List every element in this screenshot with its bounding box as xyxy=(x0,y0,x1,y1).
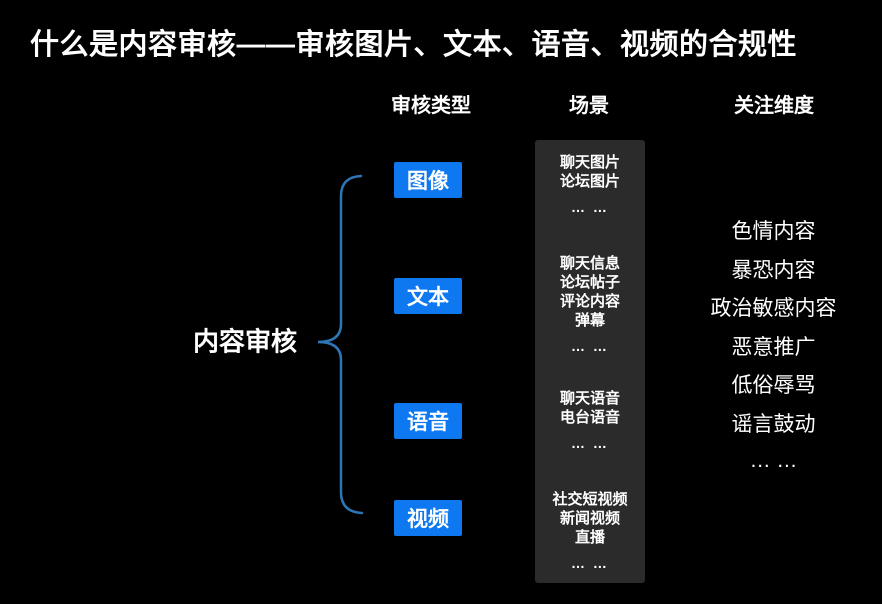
dimension-list: 色情内容 暴恐内容 政治敏感内容 恶意推广 低俗辱骂 谣言鼓动 … … xyxy=(690,211,857,481)
type-node-image: 图像 xyxy=(394,162,462,198)
dimension-item: 色情内容 xyxy=(731,220,816,244)
scene-line: 聊天图片 xyxy=(559,154,620,171)
scene-line: 聊天信息 xyxy=(559,255,620,272)
scene-section-text: 聊天信息 论坛帖子 评论内容 弹幕 … … xyxy=(535,254,645,356)
scene-section-video: 社交短视频 新闻视频 直播 … … xyxy=(535,490,645,573)
scene-section-image: 聊天图片 论坛图片 … … xyxy=(535,153,645,217)
curly-brace-icon xyxy=(317,174,364,515)
ellipsis: … … xyxy=(571,338,609,354)
type-node-audio: 语音 xyxy=(394,403,462,439)
scene-line: 直播 xyxy=(574,529,605,546)
scene-line: 社交短视频 xyxy=(552,491,628,508)
dimension-item: 暴恐内容 xyxy=(731,258,816,282)
scene-section-audio: 聊天语音 电台语音 … … xyxy=(535,389,645,453)
scene-line: 论坛帖子 xyxy=(559,274,620,291)
root-node-label: 内容审核 xyxy=(192,326,298,357)
ellipsis: … … xyxy=(571,435,609,451)
column-header-scene: 场景 xyxy=(569,95,609,117)
slide-title: 什么是内容审核——审核图片、文本、语音、视频的合规性 xyxy=(30,29,798,61)
dimension-item: 谣言鼓动 xyxy=(731,412,816,436)
scene-line: 评论内容 xyxy=(559,293,620,310)
ellipsis: … … xyxy=(749,449,798,473)
scene-line: 聊天语音 xyxy=(559,390,620,407)
column-header-dimension: 关注维度 xyxy=(734,95,814,117)
ellipsis: … … xyxy=(571,199,609,215)
column-header-review-type: 审核类型 xyxy=(391,95,471,117)
scene-panel: 聊天图片 论坛图片 … … 聊天信息 论坛帖子 评论内容 弹幕 … … 聊天语音… xyxy=(535,140,645,583)
dimension-item: 低俗辱骂 xyxy=(731,374,816,398)
type-node-text: 文本 xyxy=(394,278,462,314)
dimension-item: 政治敏感内容 xyxy=(710,297,837,321)
scene-line: 新闻视频 xyxy=(559,510,620,527)
ellipsis: … … xyxy=(571,555,609,571)
type-node-video: 视频 xyxy=(394,500,462,536)
scene-line: 电台语音 xyxy=(559,409,620,426)
dimension-item: 恶意推广 xyxy=(731,335,816,359)
scene-line: 论坛图片 xyxy=(559,173,620,190)
scene-line: 弹幕 xyxy=(574,312,605,329)
